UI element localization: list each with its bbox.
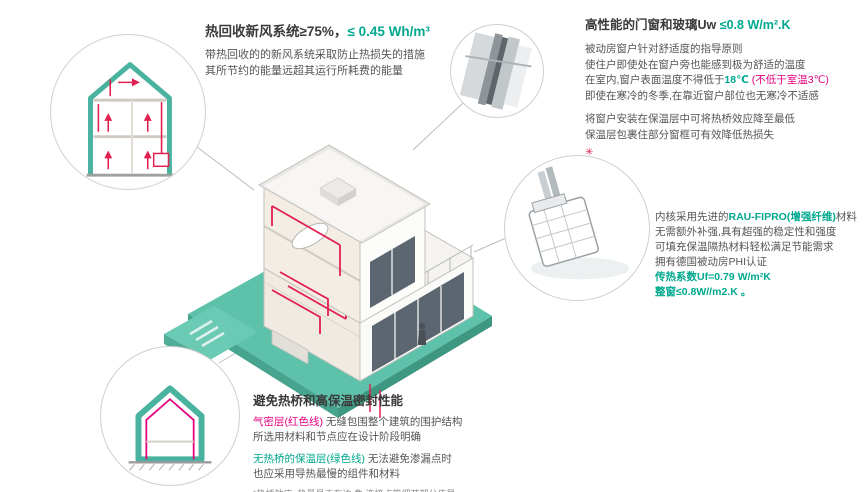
thermal-envelope-callout-circle xyxy=(100,346,240,486)
windows-line-5: 将窗户安装在保温层中可将热桥效应降至最低 xyxy=(585,113,795,125)
isometric-house-illustration xyxy=(160,76,500,436)
profile-line-1-pre: 内核采用先进的 xyxy=(655,211,729,223)
thermal-line-3-rest: 无法避免渗漏点时 xyxy=(365,453,452,465)
thermal-envelope-illustration xyxy=(128,385,212,471)
snowflake-marker-icon: ✳ xyxy=(585,147,594,158)
material-brand-name: RAU-FIPRO(增强纤维) xyxy=(728,211,836,223)
profile-line-1-post: 材料 xyxy=(835,211,857,223)
windows-line-3: 在室内,窗户表面温度不得低于18℃ (不低于室温3℃) xyxy=(585,73,829,89)
house-3d-drawing xyxy=(164,144,492,418)
uw-whole-window-line: 整窗≤0.8W//m2.K 。 xyxy=(655,286,752,298)
profile-line-2: 无需额外补强,具有超强的稳定性和强度 xyxy=(655,226,837,238)
windows-body: 被动房窗户针对舒适度的指导原则 使住户即使处在窗户旁也能感到极为舒适的温度 在室… xyxy=(585,42,829,143)
thermal-text-block: 避免热桥和高保温密封性能 气密层(红色线) 无缝包围整个建筑的围护结构 所选用材… xyxy=(253,390,462,492)
temperature-value: 18℃ xyxy=(724,74,749,86)
windows-title: 高性能的门窗和玻璃Uw ≤0.8 W/m².K xyxy=(585,14,829,33)
windows-line-3-text: 在室内,窗户表面温度不得低于 xyxy=(585,74,725,86)
thermal-footnote: *热桥效应: 热量易于在边,角,连接点等细节部分传导 xyxy=(253,487,462,492)
windows-line-1: 被动房窗户针对舒适度的指导原则 xyxy=(585,43,743,55)
profile-line-3: 可填充保温隔热材料轻松满足节能需求 xyxy=(655,241,834,253)
profile-text-block: 内核采用先进的RAU-FIPRO(增强纤维)材料 无需额外补强,具有超强的稳定性… xyxy=(655,210,857,300)
uf-value-line: 传热系数Uf=0.79 W/m²K xyxy=(655,271,771,283)
windows-title-main: 高性能的门窗和玻璃Uw xyxy=(585,18,720,32)
profile-line-4: 拥有德国被动房PHI认证 xyxy=(655,256,768,268)
windows-title-value: ≤0.8 W/m².K xyxy=(719,18,791,32)
window-frame-profile-illustration xyxy=(528,166,630,280)
windows-text-block: 高性能的门窗和玻璃Uw ≤0.8 W/m².K 被动房窗户针对舒适度的指导原则 … xyxy=(585,14,829,143)
ventilation-title: 热回收新风系统≥75%，≤ 0.45 Wh/m³ xyxy=(205,20,430,40)
windows-line-2: 使住户即使处在窗户旁也能感到极为舒适的温度 xyxy=(585,58,806,71)
insulation-layer-label: 无热桥的保温层(绿色线) xyxy=(253,453,365,465)
frame-profile-callout-circle xyxy=(504,155,650,301)
ventilation-line-2: 其所节约的能量远超其运行所耗费的能量 xyxy=(205,65,403,77)
windows-line-6: 保温层包裹住部分窗框可有效降低热损失 xyxy=(585,128,774,141)
thermal-line-1-rest: 无缝包围整个建筑的围护结构 xyxy=(323,416,463,428)
thermal-line-1: 气密层(红色线) 无缝包围整个建筑的围护结构 xyxy=(253,415,462,430)
ventilation-callout-circle xyxy=(50,34,206,190)
ventilation-title-main: 热回收新风系统≥75%， xyxy=(205,24,348,39)
thermal-body: 气密层(红色线) 无缝包围整个建筑的围护结构 所选用材料和节点应在设计阶段明确 … xyxy=(253,415,462,492)
window-install-callout-circle xyxy=(450,24,544,118)
window-installation-detail-illustration xyxy=(459,32,532,110)
thermal-line-4: 也应采用导热最慢的组件和材料 xyxy=(253,467,400,480)
thermal-title: 避免热桥和高保温密封性能 xyxy=(253,394,404,408)
thermal-line-2: 所选用材料和节点应在设计阶段明确 xyxy=(253,430,421,443)
person-figure xyxy=(417,322,427,345)
ventilation-line-1: 带热回收的的新风系统采取防止热损失的措施 xyxy=(205,49,425,61)
ventilation-title-value: ≤ 0.45 Wh/m³ xyxy=(347,24,430,39)
temperature-note: (不低于室温3℃) xyxy=(748,74,829,86)
windows-line-4: 即使在寒冷的冬季,在靠近窗户部位也无寒冷不适感 xyxy=(585,89,819,102)
airtight-layer-label: 气密层(红色线) xyxy=(253,416,323,428)
thermal-line-3: 无热桥的保温层(绿色线) 无法避免渗漏点时 xyxy=(253,452,462,467)
house-cross-section-illustration xyxy=(86,62,174,177)
profile-line-1: 内核采用先进的RAU-FIPRO(增强纤维)材料 xyxy=(655,210,857,225)
ventilation-body: 带热回收的的新风系统采取防止热损失的措施 其所节约的能量远超其运行所耗费的能量 xyxy=(205,47,430,79)
ventilation-text-block: 热回收新风系统≥75%，≤ 0.45 Wh/m³ 带热回收的的新风系统采取防止热… xyxy=(205,20,430,79)
